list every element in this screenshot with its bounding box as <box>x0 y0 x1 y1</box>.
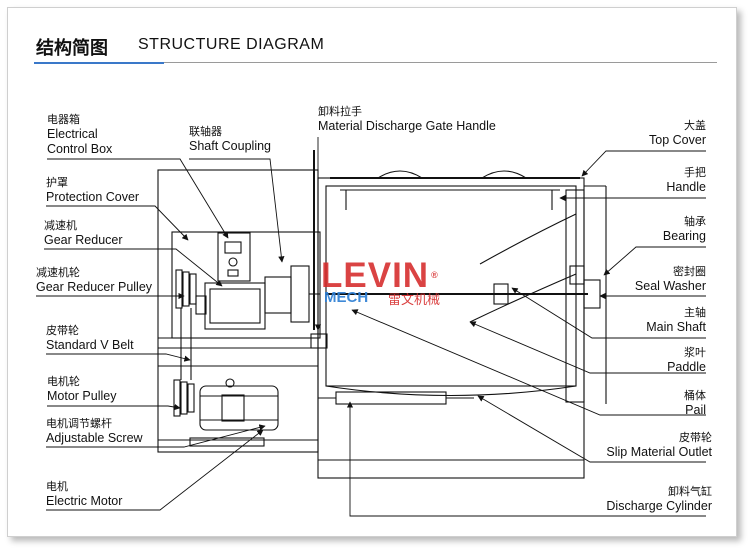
brand-registered-mark: ® <box>431 270 439 280</box>
label-pail: 桶体 Pail <box>684 388 706 418</box>
label-top-cover: 大盖 Top Cover <box>649 118 706 148</box>
leader-lines <box>36 137 706 517</box>
pail <box>317 177 585 479</box>
label-en: Electric Motor <box>46 494 123 508</box>
label-cn: 密封圈 <box>673 265 706 278</box>
label-en: Gear Reducer Pulley <box>36 280 153 294</box>
brand-cn: 雷文机械 <box>388 293 441 308</box>
reducer-pulley <box>175 269 197 309</box>
protection-cover <box>171 231 321 339</box>
label-cn: 主轴 <box>684 306 706 319</box>
label-cn: 电机轮 <box>47 375 80 388</box>
label-motor-pulley: 电机轮 Motor Pulley <box>47 374 116 404</box>
gear-reducer <box>204 282 266 330</box>
brand-sub: MECH <box>324 289 369 306</box>
label-cn: 电机调节螺杆 <box>46 417 112 430</box>
label-protection-cover: 护罩 Protection Cover <box>46 175 139 205</box>
end-plate <box>565 189 585 403</box>
label-cn: 联轴器 <box>189 125 222 138</box>
brand-name: LEVIN <box>321 256 430 295</box>
label-cn: 大盖 <box>684 119 706 132</box>
ribbon <box>469 273 577 323</box>
label-cn: 皮带轮 <box>46 324 79 337</box>
label-paddle: 浆叶 Paddle <box>667 345 706 375</box>
label-main-shaft: 主轴 Main Shaft <box>646 305 706 335</box>
label-cn: 减速机 <box>44 219 77 232</box>
title-underline-accent <box>34 62 164 64</box>
diagram-frame <box>7 7 737 537</box>
label-handle: 手把 Handle <box>666 165 706 195</box>
label-bearing: 轴承 Bearing <box>663 214 706 244</box>
label-en: Material Discharge Gate Handle <box>318 119 496 133</box>
electric-motor <box>189 378 279 447</box>
label-en: Adjustable Screw <box>46 431 143 445</box>
label-en: Gear Reducer <box>44 233 123 247</box>
label-cn: 浆叶 <box>684 346 706 359</box>
page-title-cn: 结构简图 <box>36 38 108 59</box>
label-cn: 卸料气缸 <box>668 485 712 498</box>
label-cn: 轴承 <box>684 215 706 228</box>
label-en: Slip Material Outlet <box>606 445 712 459</box>
label-en: Seal Washer <box>634 279 706 293</box>
label-en: Motor Pulley <box>47 389 117 403</box>
label-cn: 护罩 <box>46 176 68 189</box>
label-en: Pail <box>685 403 706 417</box>
page-title: STRUCTURE DIAGRAM <box>138 36 325 53</box>
label-en: Main Shaft <box>646 320 706 334</box>
label-en: Protection Cover <box>46 190 140 204</box>
label-shaft-coupling: 联轴器 Shaft Coupling <box>189 124 271 154</box>
control-box <box>217 232 251 282</box>
label-en: Standard V Belt <box>46 338 134 352</box>
label-gear-reducer-pulley: 减速机轮 Gear Reducer Pulley <box>36 265 152 295</box>
label-cn: 桶体 <box>684 389 706 402</box>
label-cn: 手把 <box>684 166 706 179</box>
label-en: Control Box <box>47 142 113 156</box>
label-cn: 电机 <box>46 480 68 493</box>
title-underline <box>164 62 717 63</box>
motor-pulley <box>173 379 195 417</box>
label-electric-motor: 电机 Electric Motor <box>46 479 122 509</box>
label-en: Handle <box>666 180 706 194</box>
label-cn: 减速机轮 <box>36 266 80 279</box>
drive-frame <box>157 169 319 453</box>
label-gear-reducer: 减速机 Gear Reducer <box>44 218 123 248</box>
brand-watermark: LEVIN® <box>321 258 439 293</box>
machine-outline <box>157 150 607 479</box>
label-cn: 卸料拉手 <box>318 105 362 118</box>
paddle <box>493 283 509 305</box>
label-en: Bearing <box>662 229 706 243</box>
label-cn: 电器箱 <box>47 113 80 126</box>
label-en: Electrical <box>47 127 98 141</box>
label-en: Top Cover <box>649 133 706 147</box>
label-en: Discharge Cylinder <box>606 499 712 513</box>
label-discharge-gate-handle: 卸料拉手 Material Discharge Gate Handle <box>318 104 496 134</box>
label-slip-material-outlet: 皮带轮 Slip Material Outlet <box>606 430 712 460</box>
label-en: Shaft Coupling <box>189 139 272 153</box>
label-en: Paddle <box>667 360 706 374</box>
label-adjustable-screw: 电机调节螺杆 Adjustable Screw <box>46 416 143 446</box>
label-discharge-cylinder: 卸料气缸 Discharge Cylinder <box>606 484 712 514</box>
label-standard-v-belt: 皮带轮 Standard V Belt <box>46 323 134 353</box>
label-electrical-control-box: 电器箱 Electrical Control Box <box>47 112 112 157</box>
label-cn: 皮带轮 <box>679 431 712 444</box>
shaft-coupling <box>264 276 292 314</box>
label-seal-washer: 密封圈 Seal Washer <box>635 264 706 294</box>
